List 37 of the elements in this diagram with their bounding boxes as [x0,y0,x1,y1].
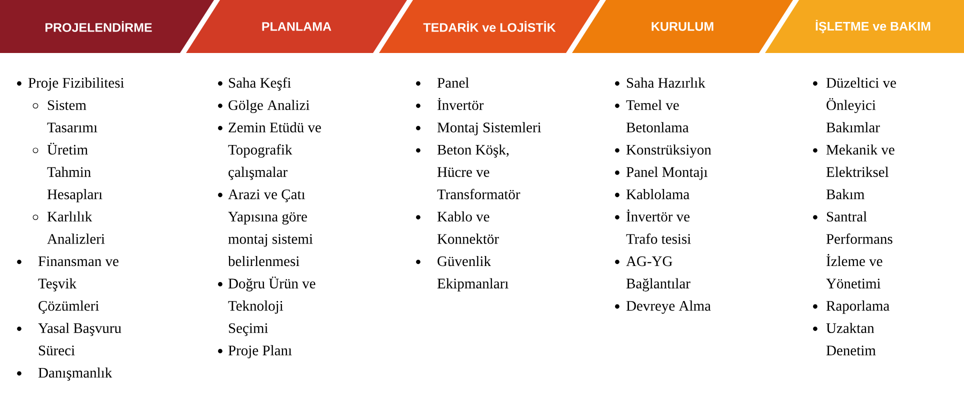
bullet-item: Konstrüksiyon [615,144,712,158]
bullet-item: AG-YG Bağlantılar [615,256,690,292]
bullet-item: Finansman ve Teşvik Çözümleri [17,256,118,314]
bullet-item: Panel [416,78,469,88]
bullet-item: Yasal Başvuru Süreci [17,322,122,356]
bullet-item: Üretim Tahmin Hesapları [32,142,102,202]
bullet-item: Beton Köşk, Hücre ve Transformatör [416,144,520,200]
bullet-item: Devreye Alma [615,300,711,314]
bullet-item: Doğru Ürün ve Teknoloji Seçimi [218,276,316,336]
bullet-item: Güvenlik Ekipmanları [416,256,508,292]
bullet-item: Kablolama [615,189,690,200]
bullet-item: Panel Montajı [615,166,708,180]
bullet-item: Proje Planı [218,345,292,358]
bullet-item: Karlılık Analizleri [32,211,105,244]
bullet-item: Sistem Tasarımı [32,100,98,132]
chevron-header: PLANLAMA [186,0,407,53]
bullet-item: Gölge Analizi [218,100,310,114]
bullet-item: Santral Performans İzleme ve Yönetimi [813,211,892,288]
bullet-item: Saha Hazırlık [615,78,706,88]
bullet-item: Uzaktan Denetim [813,322,876,356]
bullet-item: Proje Fizibilitesi [17,78,124,91]
chevron-header: KURULUM [572,0,793,53]
bullet-item: Arazi ve Çatı Yapısına göre montaj sistemi belirlenmesi [218,190,313,266]
bullet-item: Mekanik ve Elektriksel Bakım [813,144,894,200]
bullet-item: Zemin Etüdü ve Topografik çalışmalar [218,122,321,180]
bullet-item: Temel ve Betonlama [615,100,689,132]
bullet-item: Düzeltici ve Önleyici Bakımlar [813,78,896,132]
bullet-item: Montaj Sistemleri [416,122,542,136]
chevron-header: PROJELENDİRME [0,0,214,53]
chevron-header: TEDARİK ve LOJİSTİK [379,0,600,53]
bullet-item: İnvertör ve Trafo tesisi [615,209,691,244]
bullet-item: Danışmanlık [17,367,112,381]
bullet-item: Raporlama [813,300,890,314]
chevron-header: İŞLETME ve BAKIM [765,0,964,53]
bullet-item: Saha Keşfi [218,77,291,91]
bullet-item: İnvertör [416,98,484,110]
bullet-item: Kablo ve Konnektör [416,211,499,244]
